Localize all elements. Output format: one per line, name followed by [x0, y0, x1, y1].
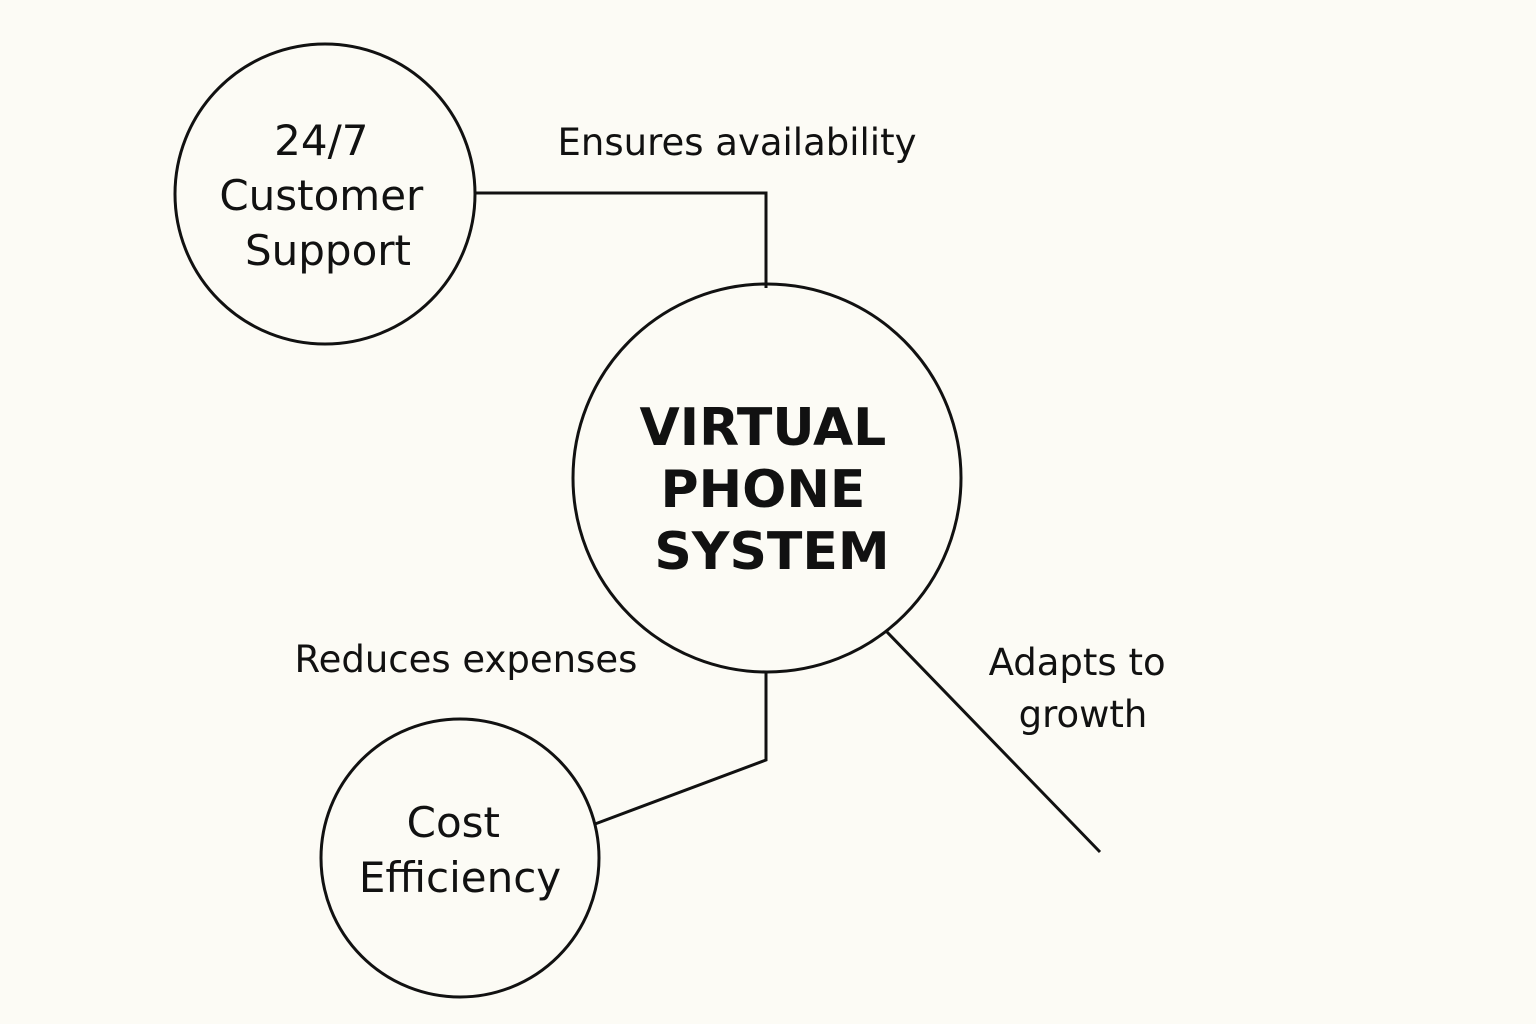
edge-label-reduces-expenses: Reduces expenses [295, 638, 638, 681]
connector-availability [474, 191, 768, 288]
node-cost-efficiency-circle [319, 717, 601, 999]
node-customer-support-circle [173, 42, 477, 346]
node-cost-efficiency-line-1: Cost [407, 798, 500, 847]
edge-label-adapts-to-growth-line-1: Adapts to [989, 641, 1166, 684]
node-virtual-phone-system-circle [571, 282, 963, 674]
edge-label-adapts-to-growth-line-2: growth [1019, 693, 1148, 736]
node-cost-efficiency-label: Cost Efficiency [359, 798, 561, 902]
node-virtual-phone-system-line-3: SYSTEM [654, 522, 889, 582]
edge-label-ensures-availability-line-1: Ensures availability [558, 121, 917, 164]
node-customer-support-line-1: 24/7 [274, 116, 368, 165]
node-cost-efficiency-line-2: Efficiency [359, 853, 561, 902]
node-virtual-phone-system-line-1: VIRTUAL [640, 398, 887, 458]
node-virtual-phone-system-label: VIRTUAL PHONE SYSTEM [640, 398, 905, 582]
connector-growth [885, 630, 1102, 854]
node-customer-support-line-2: Customer [219, 171, 424, 220]
connector-expenses [594, 673, 768, 826]
edge-label-ensures-availability: Ensures availability [558, 121, 917, 164]
edge-label-reduces-expenses-line-1: Reduces expenses [295, 638, 638, 681]
edge-label-adapts-to-growth: Adapts to growth [989, 641, 1178, 736]
node-customer-support-line-3: Support [245, 226, 411, 275]
node-virtual-phone-system-line-2: PHONE [661, 460, 866, 520]
node-customer-support-label: 24/7 Customer Support [219, 116, 436, 275]
